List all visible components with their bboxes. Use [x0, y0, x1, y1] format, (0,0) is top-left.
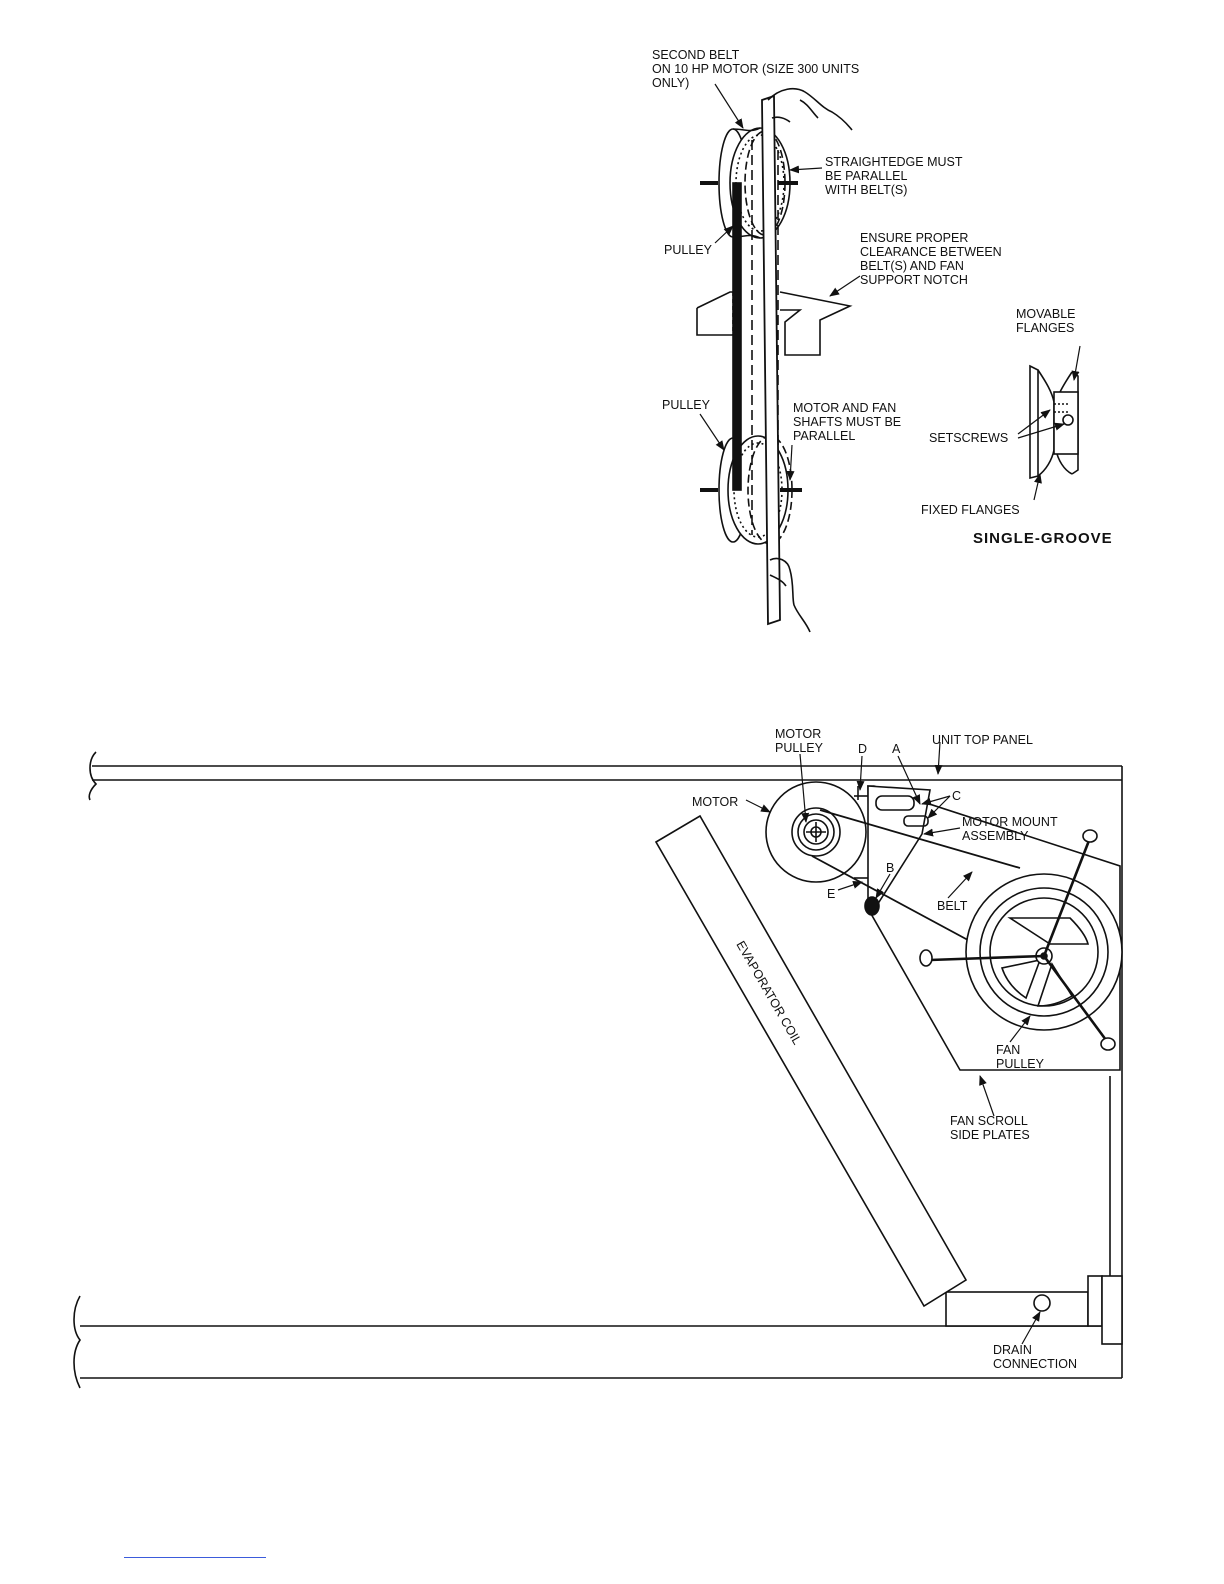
second-belt-label-2: ON 10 HP MOTOR (SIZE 300 UNITS — [652, 62, 859, 76]
figure1-labels: SECOND BELT ON 10 HP MOTOR (SIZE 300 UNI… — [652, 48, 1113, 547]
motor-label: MOTOR — [692, 795, 738, 809]
fan-pulley-label-2: PULLEY — [996, 1057, 1045, 1071]
single-groove-title: SINGLE-GROOVE — [973, 530, 1113, 547]
label-d: D — [858, 742, 867, 756]
clearance-label-2: CLEARANCE BETWEEN — [860, 245, 1002, 259]
second-belt-label-3: ONLY) — [652, 76, 689, 90]
fixed-flanges-label: FIXED FLANGES — [921, 503, 1020, 517]
shafts-label-2: SHAFTS MUST BE — [793, 415, 901, 429]
motor-drawing — [765, 781, 867, 883]
rod-ends — [919, 829, 1116, 1051]
straightedge-label-3: WITH BELT(S) — [825, 183, 907, 197]
bottom-rail-drawing — [73, 1275, 1123, 1389]
shafts-label-3: PARALLEL — [793, 429, 855, 443]
label-a: A — [892, 742, 901, 756]
drain-label-1: DRAIN — [993, 1343, 1032, 1357]
drain-label-2: CONNECTION — [993, 1357, 1077, 1371]
movable-flanges-label-2: FLANGES — [1016, 321, 1074, 335]
lower-hand — [769, 557, 811, 633]
evaporator-coil-drawing — [654, 814, 968, 1308]
upper-hand — [767, 87, 853, 131]
fan-scroll-label-2: SIDE PLATES — [950, 1128, 1030, 1142]
fan-pulley-drawing — [965, 873, 1123, 1031]
label-c: C — [952, 789, 961, 803]
belt-label: BELT — [937, 899, 968, 913]
belt-alignment-figure — [696, 83, 1081, 633]
clearance-label-4: SUPPORT NOTCH — [860, 273, 968, 287]
footnote-rule — [124, 1557, 266, 1558]
fan-scroll-label-1: FAN SCROLL — [950, 1114, 1028, 1128]
straightedge-label-1: STRAIGHTEDGE MUST — [825, 155, 963, 169]
fan-support-notch-drawing — [696, 291, 853, 356]
upper-pulley-drawing — [700, 127, 791, 239]
support-rods — [929, 837, 1108, 1041]
pulley-top-label: PULLEY — [664, 243, 713, 257]
unit-top-panel-label: UNIT TOP PANEL — [932, 733, 1033, 747]
motor-pulley-label-1: MOTOR — [775, 727, 821, 741]
motor-mount-label-1: MOTOR MOUNT — [962, 815, 1058, 829]
clearance-label-3: BELT(S) AND FAN — [860, 259, 964, 273]
label-b: B — [886, 861, 894, 875]
straightedge-label-2: BE PARALLEL — [825, 169, 908, 183]
fan-pulley-label-1: FAN — [996, 1043, 1020, 1057]
label-e: E — [827, 887, 835, 901]
motor-pulley-label-2: PULLEY — [775, 741, 824, 755]
single-groove-pulley-drawing — [1029, 364, 1079, 480]
belts-drawing — [732, 140, 779, 535]
pulley-bottom-label: PULLEY — [662, 398, 711, 412]
shafts-label-1: MOTOR AND FAN — [793, 401, 896, 415]
movable-flanges-label-1: MOVABLE — [1016, 307, 1076, 321]
clearance-label-1: ENSURE PROPER — [860, 231, 968, 245]
setscrews-label: SETSCREWS — [929, 431, 1008, 445]
motor-mount-label-2: ASSEMBLY — [962, 829, 1029, 843]
fan-assembly-figure — [73, 741, 1123, 1389]
motor-mount-drawing — [854, 785, 931, 916]
second-belt-label-1: SECOND BELT — [652, 48, 740, 62]
